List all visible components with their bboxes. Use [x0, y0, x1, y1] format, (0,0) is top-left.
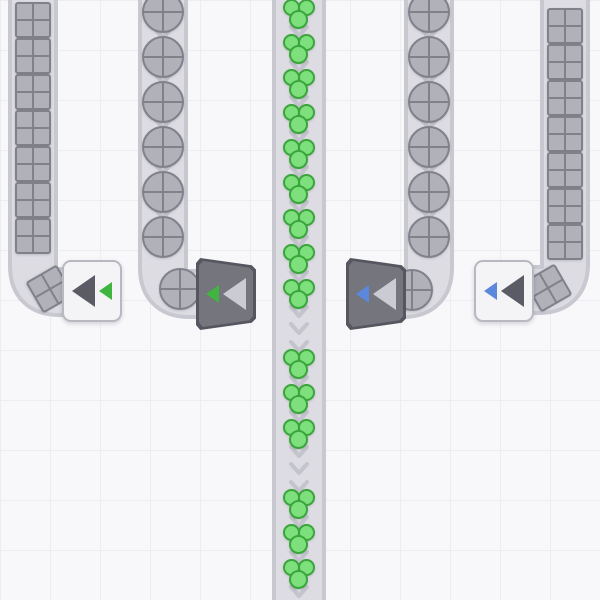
item-circle: [408, 36, 450, 78]
item-cluster: [283, 349, 315, 379]
belt-direction-arrow: [289, 165, 309, 178]
item-window: [547, 152, 583, 188]
belt-direction-arrow: [289, 270, 309, 283]
tier-triangle-green-icon: [206, 285, 219, 303]
tier-triangle-green-icon: [99, 282, 112, 300]
item-cluster: [283, 0, 315, 29]
belt-direction-arrow: [289, 550, 309, 563]
belt-direction-arrow: [289, 585, 309, 598]
item-circle: [142, 216, 184, 258]
item-cluster: [283, 104, 315, 134]
belt-direction-arrow: [289, 235, 309, 248]
item-circle: [408, 216, 450, 258]
belt-direction-arrow: [289, 445, 309, 458]
item-window: [547, 8, 583, 44]
item-cluster: [283, 524, 315, 554]
item-circle: [408, 0, 450, 33]
item-circle: [142, 171, 184, 213]
item-window: [15, 2, 51, 38]
direction-triangle-light-icon: [373, 278, 396, 310]
item-circle: [408, 126, 450, 168]
item-window: [547, 44, 583, 80]
item-window: [15, 182, 51, 218]
item-cluster: [283, 279, 315, 309]
belt-direction-arrow: [289, 130, 309, 143]
belt-direction-arrow: [289, 322, 309, 335]
tunnel-entrance-left-green[interactable]: [196, 258, 256, 330]
item-circle: [142, 126, 184, 168]
direction-triangle-dark-icon: [72, 275, 95, 307]
item-window: [15, 146, 51, 182]
item-window: [15, 218, 51, 254]
item-cluster: [283, 69, 315, 99]
item-window: [547, 188, 583, 224]
belt-direction-arrow: [289, 95, 309, 108]
item-window: [547, 224, 583, 260]
item-circle: [142, 36, 184, 78]
belt-direction-arrow: [289, 60, 309, 73]
item-cluster: [283, 139, 315, 169]
item-cluster: [283, 244, 315, 274]
item-window: [15, 74, 51, 110]
item-window: [547, 116, 583, 152]
item-window: [15, 110, 51, 146]
direction-triangle-light-icon: [223, 278, 246, 310]
belt-direction-arrow: [289, 410, 309, 423]
item-cluster: [283, 209, 315, 239]
belt-direction-arrow: [289, 480, 309, 493]
item-window: [15, 38, 51, 74]
belt-direction-arrow: [289, 462, 309, 475]
belt-direction-arrow: [289, 515, 309, 528]
tunnel-entrance-right-blue[interactable]: [346, 258, 406, 330]
belt-direction-arrow: [289, 340, 309, 353]
direction-triangle-dark-icon: [501, 275, 524, 307]
item-cluster: [283, 419, 315, 449]
item-cluster: [283, 384, 315, 414]
belt-direction-arrow: [289, 200, 309, 213]
tier-triangle-blue-icon: [484, 282, 497, 300]
tier-triangle-blue-icon: [356, 285, 369, 303]
belt-direction-arrow: [289, 25, 309, 38]
item-cluster: [283, 34, 315, 64]
belt-direction-arrow: [289, 305, 309, 318]
tunnel-exit-right-blue[interactable]: [474, 260, 534, 322]
item-window: [547, 80, 583, 116]
tunnel-exit-left-green[interactable]: [62, 260, 122, 322]
item-cluster: [283, 174, 315, 204]
item-cluster: [283, 559, 315, 589]
item-circle: [408, 81, 450, 123]
belt-direction-arrow: [289, 375, 309, 388]
item-circle: [408, 171, 450, 213]
item-circle: [142, 0, 184, 33]
item-cluster: [283, 489, 315, 519]
item-circle: [142, 81, 184, 123]
